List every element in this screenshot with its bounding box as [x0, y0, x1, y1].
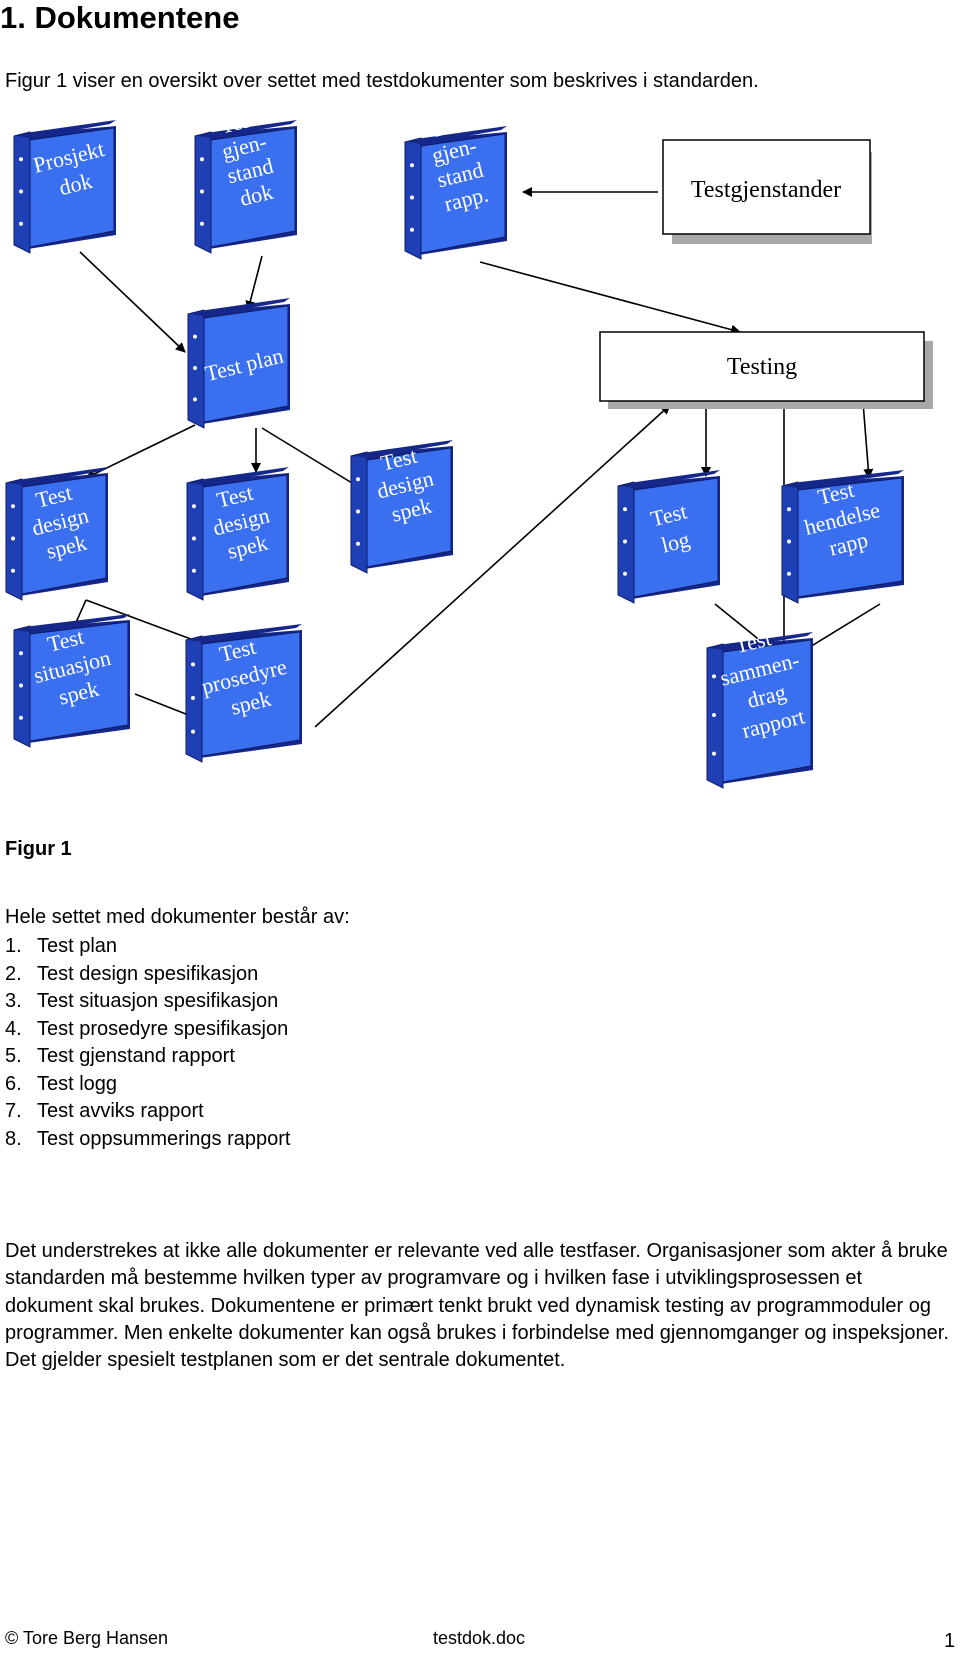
binder-test-gjenstand-rapp: Testgjen-standrapp. [404, 110, 507, 260]
document-list: 1.Test plan 2.Test design spesifikasjon … [5, 933, 290, 1153]
binder-test-hendelse-rapp: Testhendelserapp [781, 470, 904, 604]
binder-test-log: Testlog [617, 470, 720, 604]
arrow-prosjekt-to-plan [79, 251, 186, 353]
arrow-rapp-to-testing [479, 261, 741, 335]
binder-label: Testdesignspek [204, 477, 278, 566]
list-item: 1.Test plan [5, 935, 118, 957]
page-title: 1. Dokumentene [0, 0, 240, 35]
list-item: 2.Test design spesifikasjon [5, 962, 259, 985]
body-paragraph: Det understrekes at ikke alle dokumenter… [5, 1240, 949, 1372]
list-item: 7.Test avviks rapport [5, 1100, 204, 1122]
footer-page-number: 1 [944, 1630, 956, 1652]
binder-prosjekt-dok: Prosjektdok [13, 120, 116, 254]
list-item: 5.Test gjenstand rapport [5, 1045, 235, 1067]
binder-test-design-spek-3: Testdesignspek [350, 440, 453, 574]
list-item: 6.Test logg [5, 1072, 118, 1095]
document-flow-diagram: Testgjenstander Testing Prosjektdok Testg… [5, 110, 933, 789]
footer-filename: testdok.doc [433, 1628, 526, 1648]
arrow-prosedyre-to-testing [314, 404, 671, 728]
footer-author: © Tore Berg Hansen [5, 1628, 169, 1648]
arrow-gjenstanddok-to-plan [245, 255, 263, 311]
list-intro: Hele settet med dokumenter består av: [5, 906, 350, 928]
testing-box: Testing [599, 331, 933, 409]
figure-caption: Figur 1 [5, 838, 72, 860]
binder-test-plan: Test plan [187, 298, 290, 429]
binder-test-design-spek-1: Testdesignspek [5, 467, 108, 601]
binder-test-situasjon-spek: Testsituasjonspek [13, 614, 130, 748]
list-item: 8.Test oppsummerings rapport [5, 1127, 291, 1150]
binder-label: Testgjen-standdok [212, 110, 281, 213]
intro-text: Figur 1 viser en oversikt over settet me… [5, 70, 759, 92]
testing-label: Testing [727, 354, 797, 380]
testgjenstander-box: Testgjenstander [662, 139, 872, 244]
binder-test-gjenstand-dok: Testgjen-standdok [194, 110, 297, 254]
arrow-testing-to-hendelse [862, 401, 874, 479]
arrow-hendelse-to-sammendrag [799, 603, 881, 654]
binder-test-prosedyre-spek: Testprosedyrespek [185, 624, 302, 763]
testgjenstander-label: Testgjenstander [691, 177, 841, 203]
binder-label: Testhendelserapp [795, 472, 888, 565]
binder-test-design-spek-2: Testdesignspek [186, 467, 289, 601]
list-item: 4.Test prosedyre spesifikasjon [5, 1017, 289, 1040]
list-item: 3.Test situasjon spesifikasjon [5, 990, 279, 1012]
binder-test-sammendrag-rapport: Testsammen-dragrapport [706, 625, 813, 789]
